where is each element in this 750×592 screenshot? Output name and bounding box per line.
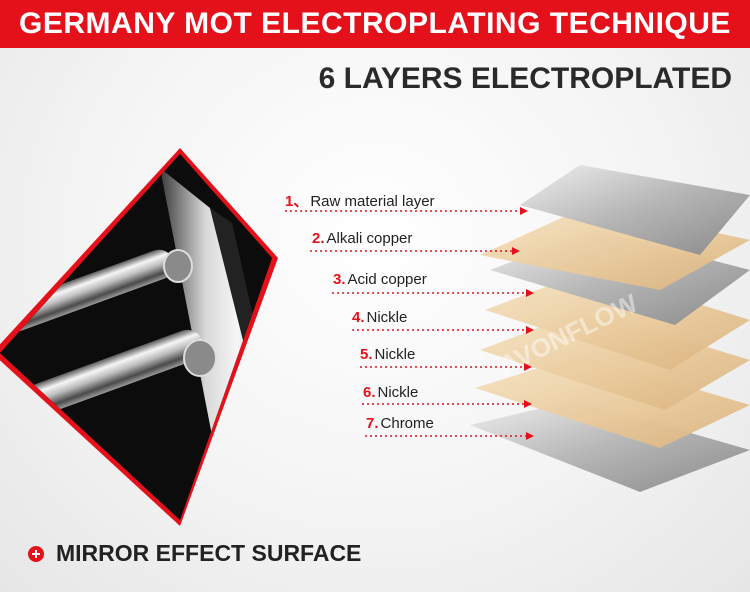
arrow-head-4 [526,326,534,334]
arrow-head-2 [512,247,520,255]
layer-plate-5 [480,310,750,410]
layer-label-5: 5.Nickle [360,346,415,363]
footer-feature: MIRROR EFFECT SURFACE [28,540,361,567]
layer-number: 4. [352,309,365,326]
layer-number: 6. [363,384,376,401]
layer-name: Alkali copper [326,230,413,247]
arrow-head-6 [524,400,532,408]
layer-name: Nickle [374,346,416,363]
product-photo [0,148,278,526]
layer-plate-1 [520,165,750,255]
layer-number: 1、 [285,193,309,210]
layer-number: 5. [360,346,373,363]
layer-label-4: 4.Nickle [352,309,407,326]
layer-plate-4 [485,270,750,370]
layer-number: 3. [333,271,346,288]
layer-label-1: 1、Raw material layer [285,190,435,211]
arrow-head-7 [526,432,534,440]
layer-label-6: 6.Nickle [363,384,418,401]
layer-name: Acid copper [347,271,427,288]
arrow-head-3 [526,289,534,297]
arrow-head-1 [520,207,528,215]
layer-name: Nickle [377,384,419,401]
layer-label-2: 2.Alkali copper [312,230,412,247]
layer-number: 2. [312,230,325,247]
layer-name: Raw material layer [310,193,435,210]
layer-name: Chrome [380,415,434,432]
page-title: GERMANY MOT ELECTROPLATING TECHNIQUE [19,7,731,40]
layer-label-7: 7.Chrome [366,415,434,432]
arrow-head-5 [524,363,532,371]
header-banner: GERMANY MOT ELECTROPLATING TECHNIQUE [0,0,750,48]
layer-number: 7. [366,415,379,432]
layer-label-3: 3.Acid copper [333,271,427,288]
layer-name: Nickle [366,309,408,326]
layer-plate-7 [470,400,750,492]
page-subtitle: 6 LAYERS ELECTROPLATED [318,62,732,95]
footer-text: MIRROR EFFECT SURFACE [56,540,362,566]
plus-circle-icon [28,545,44,562]
layer-plate-6 [475,355,750,448]
